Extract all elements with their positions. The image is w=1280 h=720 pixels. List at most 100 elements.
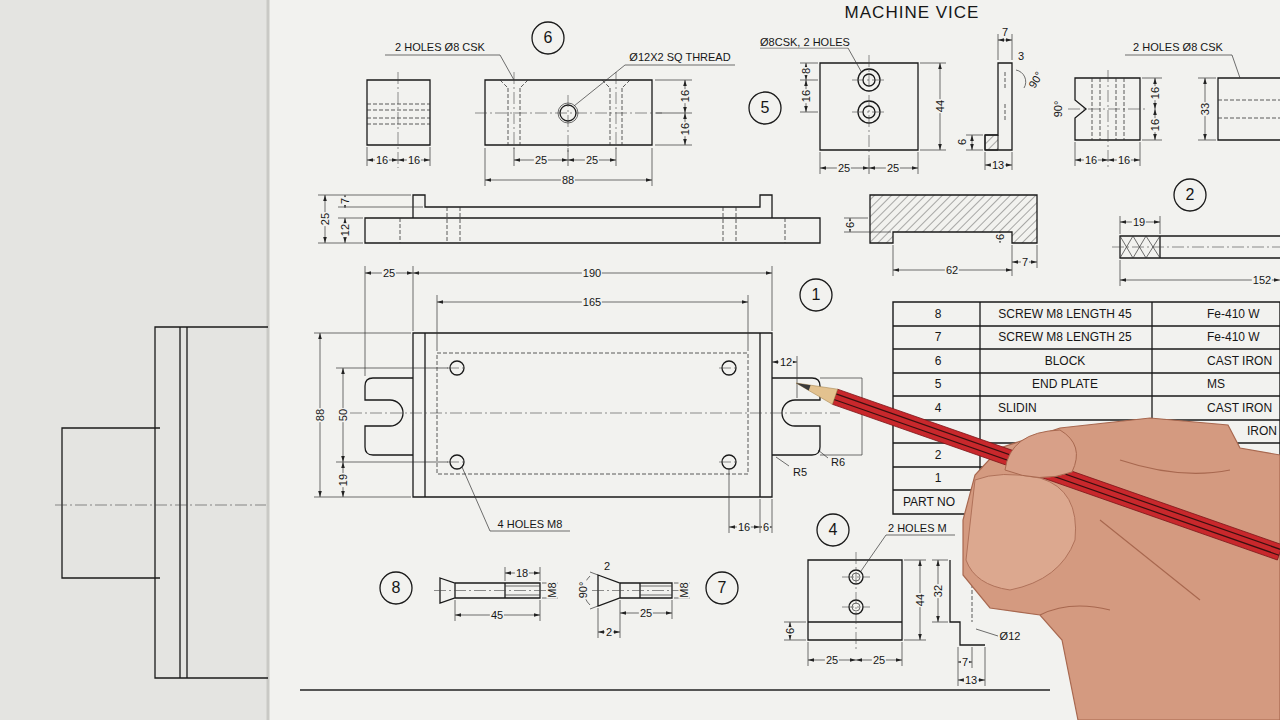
centre-line — [398, 72, 662, 168]
callout-circle — [380, 572, 412, 604]
callout-number: 5 — [748, 91, 782, 125]
dimension-line — [972, 135, 973, 150]
dimension-text: 16 — [680, 89, 691, 103]
callout-circle — [800, 279, 832, 311]
dimension-line — [998, 40, 1012, 41]
sheet-edge — [267, 0, 270, 720]
dimension-text: 62 — [945, 265, 959, 276]
dimension-text: 16 — [407, 155, 421, 166]
table-cell: Fe-410 W — [1206, 308, 1261, 320]
back-sheet — [0, 0, 268, 720]
extension-line — [844, 218, 1037, 276]
table-cell: SLIDIN — [997, 402, 1038, 414]
dimension-text: 12 — [340, 223, 351, 237]
callout-circle — [749, 92, 781, 124]
callout-number: 4 — [816, 513, 850, 547]
callout-number: 7 — [705, 571, 739, 605]
dimension-text: 44 — [935, 99, 946, 113]
callout-circle — [817, 514, 849, 546]
table-cell: 8 — [934, 308, 943, 320]
table-cell: MS — [1206, 378, 1226, 390]
dimension-text: R6 — [830, 457, 846, 468]
callout-text: 1 — [812, 287, 821, 303]
callout-circle — [1174, 179, 1206, 211]
dimension-text: 19 — [1132, 217, 1146, 228]
dimension-text: 25 — [534, 155, 548, 166]
hidden-line — [1005, 72, 1006, 120]
table-cell: PART NO — [902, 496, 956, 508]
dimension-text: 190 — [582, 268, 602, 279]
dimension-text: 25 — [825, 655, 839, 666]
dimension-text: 32 — [933, 584, 944, 598]
dimension-text: 152 — [1252, 275, 1272, 286]
callout-circle — [706, 572, 738, 604]
table-cell: 5 — [934, 378, 943, 390]
callout-number: 8 — [379, 571, 413, 605]
table-cell: CAST IRON — [1206, 355, 1273, 367]
hidden-line — [1092, 78, 1280, 140]
callout-number: 6 — [531, 21, 565, 55]
centre-line — [1068, 70, 1148, 168]
extension-line — [318, 195, 423, 243]
extension-line — [367, 55, 735, 186]
table-cell: 7 — [934, 331, 943, 343]
dimension-text: 18 — [515, 568, 529, 579]
table-cell: CAST IRON — [1206, 402, 1273, 414]
dimension-text: 3 — [1017, 51, 1025, 62]
centre-line — [1112, 247, 1280, 248]
dimension-text: 88 — [315, 408, 326, 422]
dimension-text: 7 — [340, 197, 351, 205]
leader-note: Ø8CSK, 2 HOLES — [759, 37, 851, 48]
dimension-text: 25 — [585, 155, 599, 166]
border-line — [300, 689, 1050, 691]
dimension-text: 2 — [603, 561, 611, 572]
dimension-text: 16 — [737, 522, 751, 533]
dimension-text: M8 — [679, 581, 690, 598]
table-cell: 4 — [934, 402, 943, 414]
dimension-text: 25 — [872, 655, 886, 666]
leader-note: Ø12X2 SQ THREAD — [628, 52, 731, 63]
table-cell: 1 — [934, 472, 943, 484]
section-hatch — [985, 135, 998, 150]
angle-text: 90° — [578, 581, 589, 600]
hidden-line — [367, 80, 630, 145]
dimension-text: 2 — [605, 627, 613, 638]
dimension-text: 16 — [1150, 118, 1161, 132]
thumb — [966, 474, 1076, 590]
dimension-text: 25 — [837, 163, 851, 174]
callout-text: 7 — [718, 580, 727, 596]
dimension-text: 19 — [338, 473, 349, 487]
dimension-text: 6 — [762, 522, 770, 533]
callout-text: 6 — [544, 30, 553, 46]
base-plan — [365, 333, 820, 497]
hidden-line — [400, 207, 785, 243]
dimension-text: 88 — [561, 175, 575, 186]
dimension-text: 16 — [680, 122, 691, 136]
dimension-text: 7 — [1021, 257, 1029, 268]
jaw-outline — [808, 560, 985, 645]
dimension-text: 12 — [779, 357, 793, 368]
callout-circle — [532, 22, 564, 54]
centre-line — [842, 552, 870, 650]
table-cell: IRON — [1246, 425, 1278, 437]
centre-line — [55, 505, 266, 506]
leader-note: 2 HOLES M — [887, 523, 948, 534]
table-cell: 2 — [934, 449, 943, 461]
dimension-text: 6 — [957, 138, 968, 146]
dimension-text: 33 — [1200, 102, 1211, 116]
extension-line — [314, 266, 862, 533]
centre-line — [852, 55, 886, 158]
leader-note: Ø12 — [999, 631, 1022, 642]
dimension-text: 45 — [490, 610, 504, 621]
back-drawing — [62, 327, 268, 678]
pencil-wood — [796, 383, 838, 404]
dimension-text: 13 — [991, 160, 1005, 171]
hand — [963, 418, 1280, 720]
callout-number: 2 — [1173, 178, 1207, 212]
dimension-text: 165 — [582, 297, 602, 308]
base-outline — [365, 195, 820, 243]
end-plate-outline — [820, 63, 1012, 150]
dimension-text: 7 — [1001, 27, 1009, 38]
dimension-text: 44 — [915, 593, 926, 607]
dimension-text: 16 — [1084, 155, 1098, 166]
